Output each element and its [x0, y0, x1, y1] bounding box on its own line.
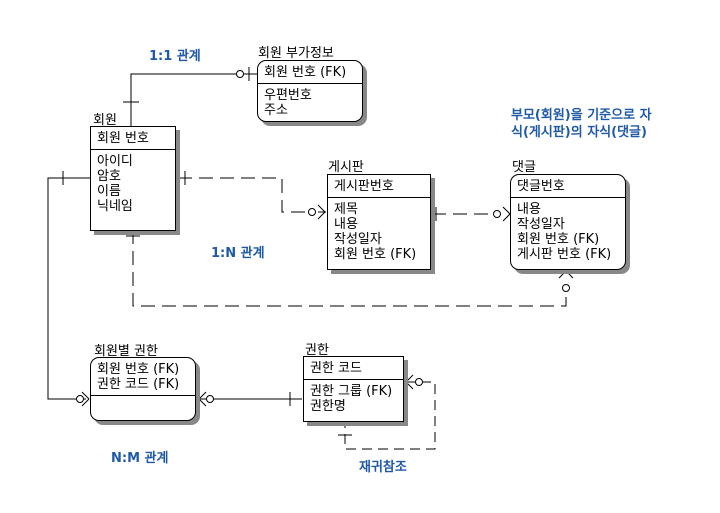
attr: 이름 [97, 184, 121, 199]
entity-auth[interactable]: 권한 코드 권한 그룹 (FK) 권한명 [303, 356, 404, 422]
note-many-to-many: N:M 관계 [111, 451, 169, 466]
entity-member-extra-attrs: 우편번호 주소 [258, 84, 362, 121]
attr: 내용 [517, 202, 541, 217]
rel-member-board [178, 177, 315, 213]
attr-key: 댓글번호 [517, 179, 565, 194]
entity-member-extra[interactable]: 회원 번호 (FK) 우편번호 주소 [257, 60, 363, 122]
attr-key: 회원 번호 (FK) [264, 65, 347, 80]
attr-key: 게시판번호 [334, 179, 394, 194]
entity-member-auth-keys: 회원 번호 (FK) 권한 코드 (FK) [91, 358, 195, 396]
entity-auth-keys: 권한 코드 [304, 357, 403, 380]
entity-member-keys: 회원 번호 [91, 127, 175, 150]
note-one-to-one: 1:1 관계 [149, 49, 201, 64]
attr-key: 회원 번호 (FK) [97, 362, 180, 377]
entity-title-auth: 권한 [305, 343, 329, 358]
entity-auth-attrs: 권한 그룹 (FK) 권한명 [304, 380, 403, 417]
attr: 우편번호 [264, 88, 312, 103]
attr: 게시판 번호 (FK) [517, 247, 612, 262]
attr-key: 권한 코드 (FK) [97, 377, 180, 392]
entity-board-attrs: 제목 내용 작성일자 회원 번호 (FK) [328, 198, 430, 265]
attr: 작성일자 [517, 217, 565, 232]
entity-title-board: 게시판 [328, 160, 364, 175]
attr: 제목 [334, 202, 358, 217]
note-parent-child-line-1: 부모(회원)을 기준으로 자 [511, 108, 652, 123]
entity-member-auth[interactable]: 회원 번호 (FK) 권한 코드 (FK) [90, 357, 196, 421]
attr: 회원 번호 (FK) [517, 232, 600, 247]
attr: 작성일자 [334, 232, 382, 247]
attr: 주소 [264, 103, 288, 118]
attr: 권한 그룹 (FK) [310, 384, 393, 399]
entity-comment-keys: 댓글번호 [511, 175, 625, 198]
note-self-reference: 재귀참조 [359, 460, 407, 475]
entity-member-attrs: 아이디 암호 이름 닉네임 [91, 150, 175, 217]
rel-member-member-extra [130, 73, 257, 127]
attr-key: 회원 번호 [97, 131, 149, 146]
entity-member-extra-keys: 회원 번호 (FK) [258, 61, 362, 84]
rel-member-member-auth [47, 177, 90, 400]
attr: 내용 [334, 217, 358, 232]
attr-key: 권한 코드 [310, 361, 362, 376]
entity-title-member-extra: 회원 부가정보 [258, 46, 334, 61]
attr: 회원 번호 (FK) [334, 247, 417, 262]
entity-board-keys: 게시판번호 [328, 175, 430, 198]
entity-title-member: 회원 [93, 113, 117, 128]
note-parent-child: 부모(회원)을 기준으로 자 식(게시판)의 자식(댓글) [511, 107, 652, 141]
entity-board[interactable]: 게시판번호 제목 내용 작성일자 회원 번호 (FK) [327, 174, 431, 270]
attr: 닉네임 [97, 199, 133, 214]
attr: 아이디 [97, 154, 133, 169]
rel-auth-self [344, 381, 436, 450]
entity-title-member-auth: 회원별 권한 [94, 344, 158, 359]
entity-member[interactable]: 회원 번호 아이디 암호 이름 닉네임 [90, 126, 176, 231]
note-one-to-many: 1:N 관계 [211, 246, 265, 261]
entity-title-comment: 댓글 [512, 160, 536, 175]
attr: 암호 [97, 169, 121, 184]
note-parent-child-line-2: 식(게시판)의 자식(댓글) [511, 125, 647, 140]
entity-comment-attrs: 내용 작성일자 회원 번호 (FK) 게시판 번호 (FK) [511, 198, 625, 265]
entity-comment[interactable]: 댓글번호 내용 작성일자 회원 번호 (FK) 게시판 번호 (FK) [510, 174, 626, 270]
attr: 권한명 [310, 399, 346, 414]
